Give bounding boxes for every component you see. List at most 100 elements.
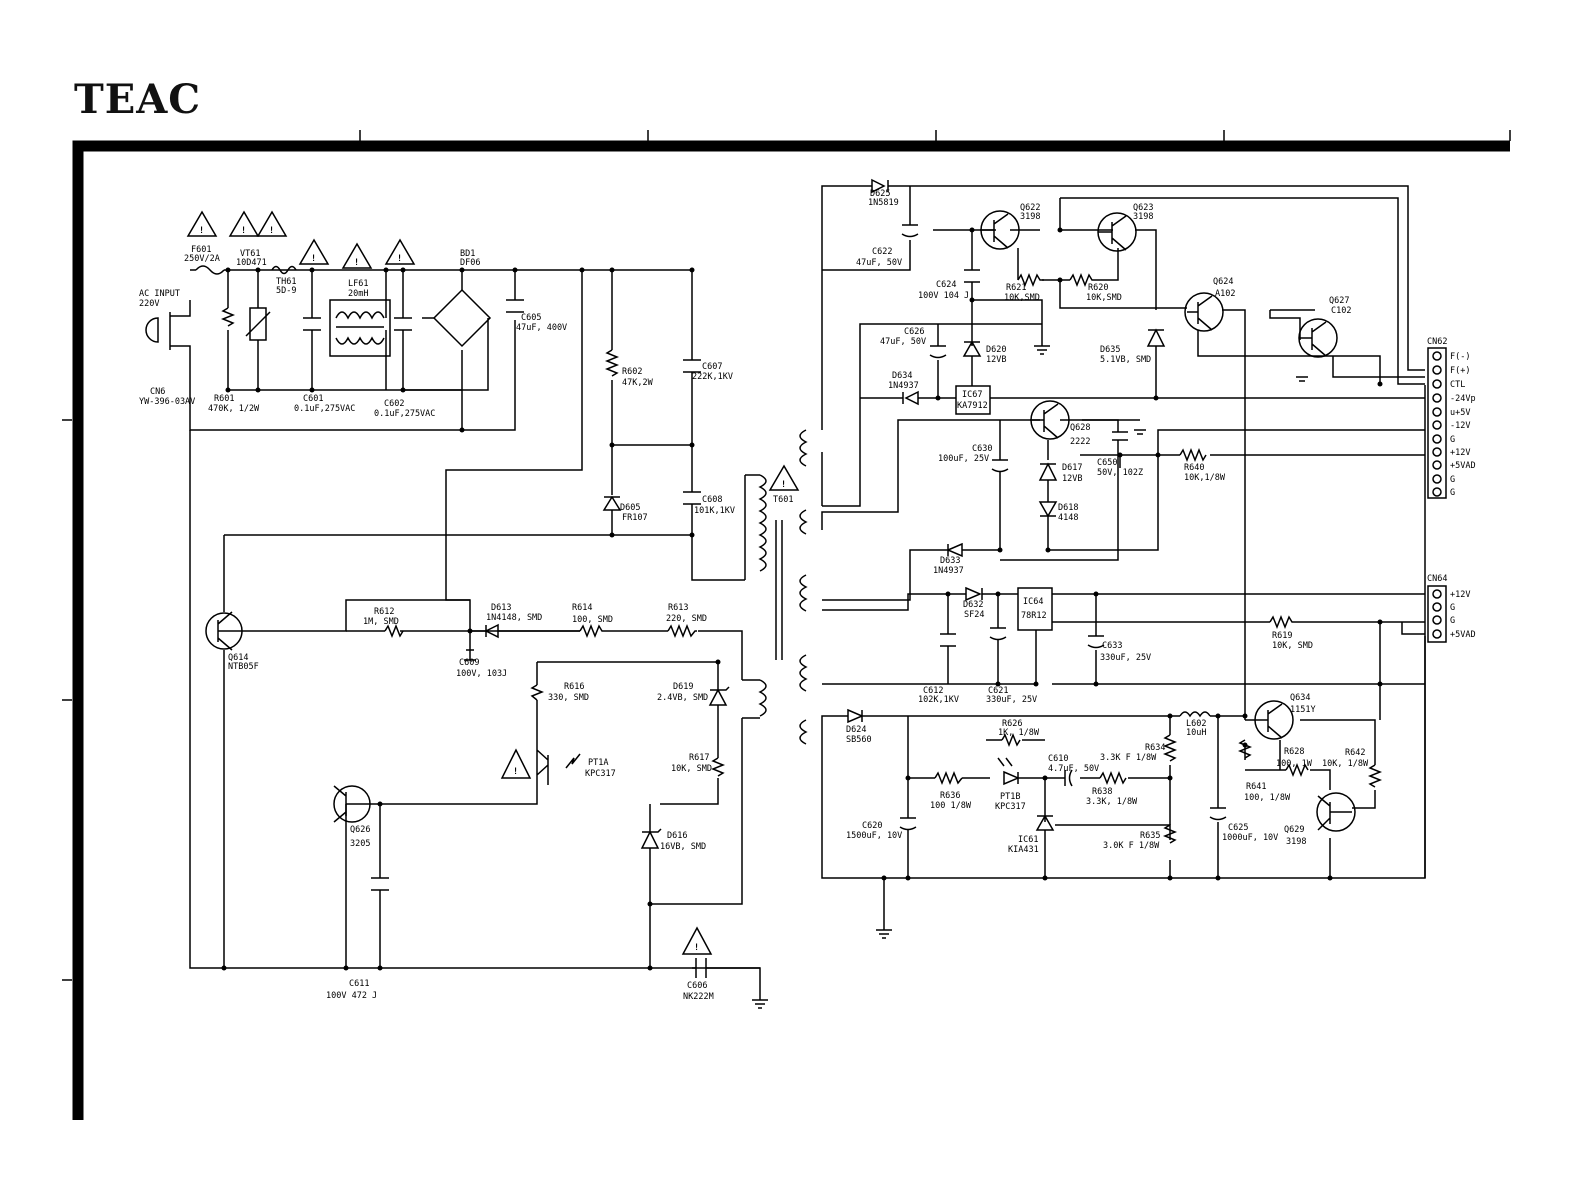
svg-text:A102: A102: [1215, 289, 1235, 299]
svg-text:!: !: [311, 254, 316, 264]
svg-text:G: G: [1450, 603, 1455, 613]
svg-text:R634: R634: [1145, 743, 1165, 753]
svg-text:KPC317: KPC317: [585, 769, 616, 779]
svg-text:3.3K, 1/8W: 3.3K, 1/8W: [1086, 797, 1138, 807]
svg-text:!: !: [694, 943, 699, 953]
svg-text:C625: C625: [1228, 823, 1248, 833]
svg-text:5.1VB, SMD: 5.1VB, SMD: [1100, 355, 1151, 365]
svg-text:G: G: [1450, 488, 1455, 498]
svg-text:3198: 3198: [1286, 837, 1306, 847]
cn64-label: CN64: [1427, 574, 1447, 584]
cn62-pin-labels: F(-) F(+) CTL -24Vp u+5V -12V G +12V +5V…: [1450, 352, 1476, 498]
svg-text:C633: C633: [1102, 641, 1122, 651]
secondary-wiring: [799, 185, 1426, 930]
svg-text:D617: D617: [1062, 463, 1082, 473]
svg-text:L602: L602: [1186, 719, 1206, 729]
svg-text:100 1/8W: 100 1/8W: [930, 801, 972, 811]
svg-text:C605: C605: [521, 313, 541, 323]
svg-text:C609: C609: [459, 658, 479, 668]
svg-text:50V, 102Z: 50V, 102Z: [1097, 468, 1143, 478]
svg-text:KIA431: KIA431: [1008, 845, 1039, 855]
svg-text:Q623: Q623: [1133, 203, 1153, 213]
svg-text:16VB, SMD: 16VB, SMD: [660, 842, 706, 852]
svg-text:C622: C622: [872, 247, 892, 257]
svg-text:0.1uF,275VAC: 0.1uF,275VAC: [294, 404, 355, 414]
svg-text:F(+): F(+): [1450, 366, 1470, 376]
svg-text:1000uF, 10V: 1000uF, 10V: [1222, 833, 1278, 843]
svg-text:Q628: Q628: [1070, 423, 1090, 433]
warning-icon: !: [256, 210, 288, 237]
svg-text:Q614: Q614: [228, 653, 248, 663]
svg-text:+5VAD: +5VAD: [1450, 630, 1476, 640]
svg-text:R601: R601: [214, 394, 234, 404]
svg-text:!: !: [354, 258, 359, 268]
svg-text:1N4937: 1N4937: [888, 381, 919, 391]
warning-triangles: ! ! ! ! ! ! ! ! !: [186, 210, 800, 955]
svg-text:D624: D624: [846, 725, 866, 735]
svg-text:!: !: [241, 226, 246, 236]
svg-text:-12V: -12V: [1450, 421, 1470, 431]
svg-text:47uF, 400V: 47uF, 400V: [516, 323, 567, 333]
svg-text:G: G: [1450, 475, 1455, 485]
svg-text:C602: C602: [384, 399, 404, 409]
svg-text:+5VAD: +5VAD: [1450, 461, 1476, 471]
svg-text:PT1B: PT1B: [1000, 792, 1020, 802]
svg-text:D635: D635: [1100, 345, 1120, 355]
svg-text:20mH: 20mH: [348, 289, 368, 299]
svg-text:222K,1KV: 222K,1KV: [692, 372, 733, 382]
svg-text:C610: C610: [1048, 754, 1068, 764]
svg-text:NK222M: NK222M: [683, 992, 714, 1002]
svg-text:R641: R641: [1246, 782, 1266, 792]
svg-text:LF61: LF61: [348, 279, 368, 289]
svg-text:1M, SMD: 1M, SMD: [363, 617, 399, 627]
svg-text:101K,1KV: 101K,1KV: [694, 506, 735, 516]
svg-text:Q629: Q629: [1284, 825, 1304, 835]
svg-text:Q622: Q622: [1020, 203, 1040, 213]
svg-text:C607: C607: [702, 362, 722, 372]
primary-components: [145, 265, 783, 1009]
svg-text:R619: R619: [1272, 631, 1292, 641]
warning-icon: !: [384, 238, 416, 265]
svg-text:C608: C608: [702, 495, 722, 505]
svg-text:C620: C620: [862, 821, 882, 831]
svg-text:12VB: 12VB: [1062, 474, 1082, 484]
svg-text:100uF, 25V: 100uF, 25V: [938, 454, 989, 464]
svg-text:100V, 103J: 100V, 103J: [456, 669, 507, 679]
svg-text:D633: D633: [940, 556, 960, 566]
svg-text:R616: R616: [564, 682, 584, 692]
svg-text:1500uF, 10V: 1500uF, 10V: [846, 831, 902, 841]
svg-text:47uF, 50V: 47uF, 50V: [880, 337, 926, 347]
svg-text:YW-396-03AV: YW-396-03AV: [139, 397, 195, 407]
svg-text:330uF, 25V: 330uF, 25V: [986, 695, 1037, 705]
svg-text:PT1A: PT1A: [588, 758, 608, 768]
svg-text:R626: R626: [1002, 719, 1022, 729]
warning-icon: !: [681, 926, 713, 955]
warning-icon: !: [186, 210, 218, 237]
svg-text:5D-9: 5D-9: [276, 286, 296, 296]
svg-text:C650: C650: [1097, 458, 1117, 468]
svg-text:4148: 4148: [1058, 513, 1078, 523]
warning-icon: !: [341, 242, 373, 269]
svg-text:!: !: [199, 226, 204, 236]
svg-text:R620: R620: [1088, 283, 1108, 293]
svg-text:Q626: Q626: [350, 825, 370, 835]
warning-icon: !: [500, 748, 532, 779]
svg-text:D616: D616: [667, 831, 687, 841]
svg-text:SB560: SB560: [846, 735, 872, 745]
warning-icon: !: [298, 238, 330, 265]
svg-text:C611: C611: [349, 979, 369, 989]
svg-text:10uH: 10uH: [1186, 728, 1206, 738]
svg-text:Q624: Q624: [1213, 277, 1233, 287]
svg-text:VT61: VT61: [240, 249, 260, 259]
svg-text:C606: C606: [687, 981, 707, 991]
svg-text:47K,2W: 47K,2W: [622, 378, 654, 388]
teac-logo: TEAC: [74, 76, 202, 123]
warning-icon: !: [228, 210, 260, 237]
svg-text:CN6: CN6: [150, 387, 165, 397]
component-labels: AC INPUT 220V CN6 YW-396-03AV F601 250V/…: [139, 189, 1447, 1002]
svg-text:1N4148, SMD: 1N4148, SMD: [486, 613, 542, 623]
svg-text:Q627: Q627: [1329, 296, 1349, 306]
svg-text:G: G: [1450, 435, 1455, 445]
svg-text:C612: C612: [923, 686, 943, 696]
